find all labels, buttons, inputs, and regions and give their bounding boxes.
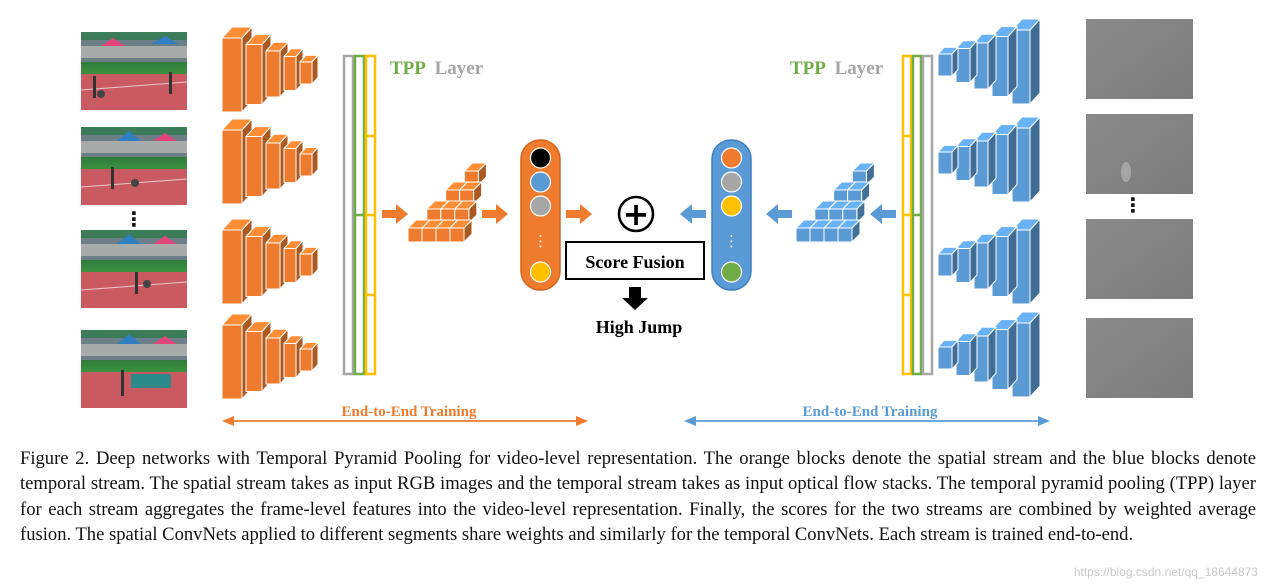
conv-block bbox=[449, 219, 473, 243]
rgb-frame bbox=[81, 330, 187, 408]
conv-block bbox=[937, 246, 959, 277]
tpp-layer-right bbox=[901, 54, 934, 376]
conv-block bbox=[299, 246, 319, 277]
score-node bbox=[720, 195, 743, 217]
tpp-label-left: TPP Layer bbox=[390, 58, 484, 79]
conv-block bbox=[955, 333, 978, 376]
flow-frames: ⋮ bbox=[1086, 19, 1193, 398]
tpp-word: TPP bbox=[390, 58, 426, 79]
conv-stack bbox=[937, 311, 1041, 398]
conv-stack bbox=[937, 116, 1041, 203]
score-node bbox=[529, 147, 552, 169]
result-label: High Jump bbox=[596, 317, 683, 337]
plus-circle-icon: + bbox=[617, 195, 655, 233]
double-arrow-icon bbox=[222, 416, 588, 426]
rgb-frame bbox=[80, 127, 188, 205]
double-arrow-icon bbox=[684, 416, 1050, 426]
conv-stack bbox=[221, 26, 319, 113]
score-node bbox=[529, 171, 552, 193]
rgb-frame bbox=[80, 230, 188, 308]
temporal-convnets bbox=[937, 18, 1041, 398]
conv-block bbox=[937, 144, 959, 175]
conv-block bbox=[991, 124, 1018, 195]
conv-stack bbox=[221, 313, 319, 400]
temporal-pyramid bbox=[795, 162, 875, 243]
conv-block bbox=[973, 326, 997, 383]
conv-block bbox=[937, 339, 959, 370]
score-node bbox=[720, 171, 743, 193]
arrow-left-icon bbox=[870, 204, 896, 224]
arrow-right-icon bbox=[482, 204, 508, 224]
conv-block bbox=[299, 54, 319, 85]
score-node bbox=[529, 261, 552, 283]
arrow-left-icon bbox=[680, 204, 706, 224]
vector-ellipsis: ⋮ bbox=[533, 232, 548, 250]
score-node bbox=[720, 261, 743, 283]
score-fusion-label: Score Fusion bbox=[585, 252, 684, 272]
layer-word: Layer bbox=[435, 58, 484, 79]
conv-block bbox=[299, 146, 319, 177]
tpp-layer-left bbox=[342, 54, 377, 376]
conv-block bbox=[955, 240, 978, 283]
conv-stack bbox=[937, 18, 1041, 105]
flow-frame bbox=[1086, 219, 1193, 299]
network-diagram: ⋮ ⋮ TPP Layer TPP Layer bbox=[80, 18, 1193, 426]
conv-block bbox=[955, 138, 978, 181]
plus-symbol: + bbox=[623, 195, 650, 233]
arrow-left-icon bbox=[766, 204, 792, 224]
spatial-convnets bbox=[221, 26, 319, 400]
conv-block bbox=[299, 341, 319, 372]
conv-block bbox=[937, 46, 959, 77]
rgb-frame bbox=[80, 32, 188, 110]
training-label-right: End-to-End Training bbox=[803, 404, 938, 420]
rgb-ellipsis: ⋮ bbox=[124, 207, 144, 231]
layer-word: Layer bbox=[835, 58, 884, 79]
spatial-pyramid bbox=[407, 162, 487, 243]
rgb-frames: ⋮ bbox=[80, 32, 188, 408]
arrow-down-icon bbox=[622, 287, 648, 310]
watermark: https://blog.csdn.net/qq_18644873 bbox=[1073, 565, 1258, 579]
flow-frame bbox=[1086, 114, 1193, 194]
score-node bbox=[720, 147, 743, 169]
conv-stack bbox=[937, 218, 1041, 305]
flow-ellipsis: ⋮ bbox=[1123, 193, 1143, 217]
figure-caption: Figure 2. Deep networks with Temporal Py… bbox=[20, 448, 1256, 545]
spatial-score-vector: ⋮ bbox=[520, 139, 561, 291]
conv-block bbox=[837, 219, 861, 243]
conv-block bbox=[955, 40, 978, 83]
vector-ellipsis: ⋮ bbox=[724, 232, 739, 250]
flow-frame bbox=[1086, 318, 1193, 398]
flow-frame bbox=[1086, 19, 1193, 99]
tpp-word: TPP bbox=[790, 58, 826, 79]
tpp-label-right: TPP Layer bbox=[790, 58, 884, 79]
arrow-right-icon bbox=[382, 204, 408, 224]
temporal-score-vector: ⋮ bbox=[711, 139, 752, 291]
arrow-right-icon bbox=[566, 204, 592, 224]
score-fusion-box bbox=[565, 241, 705, 280]
training-label-left: End-to-End Training bbox=[342, 404, 477, 420]
score-node bbox=[529, 195, 552, 217]
conv-stack bbox=[221, 218, 319, 305]
conv-stack bbox=[221, 118, 319, 205]
